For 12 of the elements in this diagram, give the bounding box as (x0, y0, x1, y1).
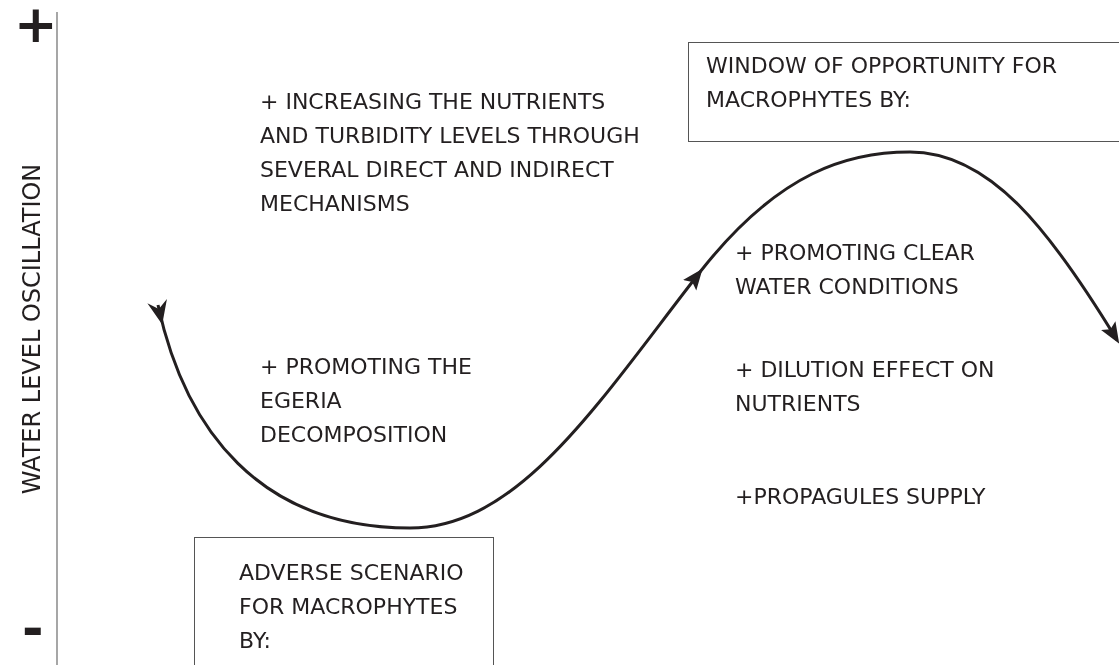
axis-label: WATER LEVEL OSCILLATION (17, 163, 47, 495)
effect-text: +PROPAGULES SUPPLY (735, 483, 987, 511)
effect-text: + PROMOTING CLEAR WATER CONDITIONS (735, 239, 976, 301)
box-text: WINDOW OF OPPORTUNITY FOR MACROPHYTES BY: (706, 52, 1059, 114)
text-box (688, 42, 1119, 142)
axis-sign: + (14, 0, 58, 52)
effect-text: + DILUTION EFFECT ON NUTRIENTS (735, 356, 995, 418)
effect-text: + INCREASING THE NUTRIENTS AND TURBIDITY LEVELS THROUGH SEVERAL DIRECT AND INDIRECT MECHANISMS (260, 88, 640, 218)
box-text: ADVERSE SCENARIO FOR MACROPHYTES BY: (239, 559, 465, 655)
axis-sign: - (22, 600, 44, 656)
text-box (194, 537, 494, 665)
effect-text: + PROMOTING THE EGERIA DECOMPOSITION (260, 353, 473, 449)
